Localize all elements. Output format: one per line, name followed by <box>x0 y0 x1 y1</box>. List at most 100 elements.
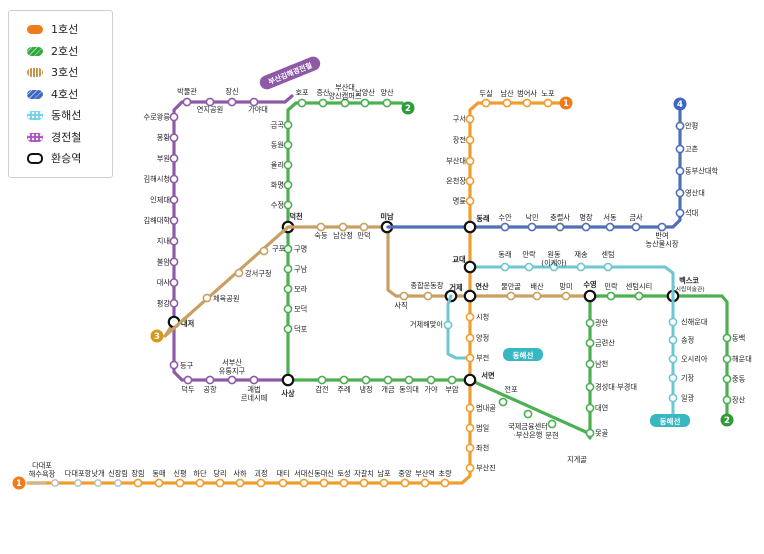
station-label: 동해선 <box>660 416 681 426</box>
station-label: 부산역 <box>415 469 435 478</box>
station-label: 호포 <box>295 88 309 97</box>
station-dot <box>500 222 510 232</box>
station-label: 동해선 <box>513 350 534 360</box>
station-label: 자갈치 <box>354 469 374 478</box>
legend-label: 1호선 <box>51 23 79 36</box>
station-dot <box>532 291 542 301</box>
station-label: 덕천 <box>289 212 303 221</box>
station-label: 종합운동장 <box>410 281 443 290</box>
station-dot <box>169 133 179 143</box>
station-label: 대저 <box>181 319 194 328</box>
station-label: 부전 <box>476 354 489 363</box>
station-label: 안락 <box>522 250 536 259</box>
station-label: 장전 <box>453 136 466 145</box>
station-dot <box>668 373 678 383</box>
station-label: 불암 <box>157 257 171 266</box>
station-dot <box>169 216 179 225</box>
station-label: 중앙 <box>398 469 412 478</box>
station-label: 석대 <box>685 209 698 218</box>
station-label: 신평 <box>173 469 186 478</box>
station-dot <box>195 478 205 488</box>
station-label: 동의대 <box>399 385 419 394</box>
station-dot <box>114 479 122 487</box>
station-label: 냉정 <box>359 385 372 394</box>
station-label: 감전 <box>315 385 328 394</box>
station-label: 오시리아 <box>681 355 708 364</box>
station-label: 모라 <box>294 285 308 294</box>
bgl-ribbon <box>259 56 321 90</box>
station-dot <box>169 257 179 267</box>
station-label: 구포 <box>272 244 286 253</box>
station-label: 수안 <box>498 213 512 222</box>
legend-label: 4호선 <box>51 87 79 101</box>
station-dot <box>383 375 393 385</box>
station-label: 서대신 <box>294 469 314 478</box>
station-dot <box>634 291 644 301</box>
station-label: 남양산 <box>355 88 375 97</box>
station-label: 토성 <box>337 469 350 478</box>
station-dot <box>631 222 641 232</box>
station-dot <box>339 375 349 385</box>
station-label: 연지공원 <box>197 105 223 114</box>
station-dot <box>283 264 293 274</box>
station-dot <box>317 375 327 385</box>
station-label: 남산 <box>500 89 514 98</box>
station-dot <box>169 298 179 308</box>
legend-swatch <box>27 153 43 164</box>
station-label: 만덕 <box>357 231 370 240</box>
station-label: 망미 <box>559 282 572 291</box>
station-dot <box>675 121 685 131</box>
station-dot <box>283 200 293 210</box>
legend-swatch <box>27 132 43 142</box>
station-label: 수정 <box>271 201 284 210</box>
station-label: 강서구청 <box>245 269 271 278</box>
station-label: 광안 <box>595 319 609 328</box>
station-dot <box>675 144 685 154</box>
station-label: 재송 <box>574 250 588 259</box>
station-dot <box>227 97 237 107</box>
station-dot <box>576 262 586 272</box>
station-dot <box>283 160 293 170</box>
station-dot <box>175 478 185 488</box>
transfer-station <box>463 289 477 303</box>
station-label: 등구 <box>180 361 194 370</box>
station-label: 공항 <box>203 385 217 394</box>
station-label: 신장림 <box>108 469 128 478</box>
station-label: 체육공원 <box>213 294 239 303</box>
station-dot <box>235 478 245 488</box>
station-dot <box>500 262 510 272</box>
station-dot <box>722 354 732 364</box>
station-dot <box>465 156 475 166</box>
station-dot <box>94 479 102 487</box>
station-label: 문현 <box>545 431 558 440</box>
line-number-badge <box>401 101 415 115</box>
station-dot <box>420 478 430 488</box>
station-dot <box>256 478 266 488</box>
station-label: 2 <box>724 416 730 426</box>
legend-label: 3호선 <box>51 66 79 79</box>
station-label: 배산 <box>530 282 544 291</box>
station-label: 숙등 <box>314 231 328 240</box>
station-label: 물만골 <box>501 282 521 291</box>
station-dot <box>51 479 59 487</box>
station-dot <box>549 262 559 272</box>
station-dot <box>169 278 179 287</box>
station-dot <box>506 291 516 301</box>
station-label: 율리 <box>271 161 284 170</box>
station-label: 못골 <box>595 429 609 438</box>
station-label: 동래 <box>476 214 490 223</box>
station-dot <box>675 208 685 218</box>
station-dot <box>359 478 369 488</box>
station-label: 시청 <box>476 313 489 322</box>
station-label: 괴정 <box>254 469 267 478</box>
legend-label: 동해선 <box>51 109 82 122</box>
station-label: 박물관 <box>177 87 197 96</box>
station-label: 장신 <box>225 87 238 96</box>
station-dot <box>440 478 450 488</box>
station-dot <box>675 166 685 176</box>
station-dot <box>524 262 534 272</box>
station-dot <box>283 304 293 314</box>
